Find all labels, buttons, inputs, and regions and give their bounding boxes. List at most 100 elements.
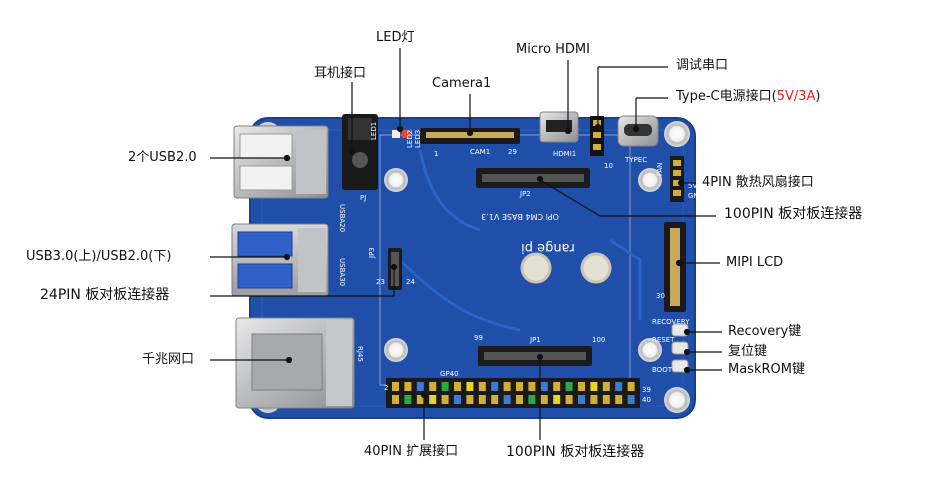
gpio-pin xyxy=(516,395,523,404)
silk-jp3: JP3 xyxy=(368,247,376,259)
silk-pin-2: 2 xyxy=(384,384,388,392)
jp2-connector xyxy=(476,168,590,188)
silk-pin-100: 100 xyxy=(592,336,605,344)
silk-boot: BOOT xyxy=(652,366,673,374)
label-typec-prefix: Type-C电源接口( xyxy=(676,89,777,104)
silk-5v: 5V xyxy=(688,182,697,190)
gpio-pin xyxy=(491,382,499,391)
buttons xyxy=(671,323,689,373)
silk-rj45: RJ45 xyxy=(356,346,364,362)
silk-pin-10: 10 xyxy=(604,162,613,170)
rj45-connector xyxy=(235,317,355,409)
label-ethernet: 千兆网口 xyxy=(142,352,195,367)
gpio-pin xyxy=(416,395,424,404)
fan-header xyxy=(670,156,684,202)
label-b2b-24: 24PIN 板对板连接器 xyxy=(40,287,170,303)
label-maskrom: MaskROM键 xyxy=(728,362,805,377)
gpio-pin xyxy=(578,395,585,404)
label-fan: 4PIN 散热风扇接口 xyxy=(702,175,814,190)
silk-pin-29: 29 xyxy=(508,148,517,156)
jp1-connector xyxy=(478,346,592,366)
gpio-pin xyxy=(602,395,610,404)
gpio-pin xyxy=(404,395,412,404)
silk-pj: PJ xyxy=(360,194,366,202)
gpio-pin xyxy=(429,382,437,391)
label-mipi: MIPI LCD xyxy=(726,255,784,270)
audio-jack xyxy=(342,114,378,190)
silk-pin-1: 1 xyxy=(434,150,438,158)
silk-recovery: RECOVERY xyxy=(652,318,690,326)
silk-pin-23: 23 xyxy=(376,278,385,286)
gpio-pin xyxy=(466,395,474,404)
silk-board-name: OPi CM4 BASE V1.3 xyxy=(481,212,559,221)
leds xyxy=(392,130,410,138)
label-typec: Type-C电源接口(5V/3A) xyxy=(676,89,821,105)
silk-cam1: CAM1 xyxy=(470,148,490,156)
gpio-pin xyxy=(565,395,573,404)
label-typec-power: 5V/3A xyxy=(776,89,816,104)
usb3-connector xyxy=(231,223,329,297)
gpio-pin xyxy=(590,382,598,391)
silk-jp2: JP2 xyxy=(519,190,531,198)
gpio-pin xyxy=(429,395,437,404)
gpio-pin xyxy=(565,382,573,391)
label-gpio40: 40PIN 扩展接口 xyxy=(364,444,459,459)
gpio-pin xyxy=(627,382,635,391)
label-usb2: 2个USB2.0 xyxy=(128,150,197,165)
label-usb3: USB3.0(上)/USB2.0(下) xyxy=(26,249,172,264)
uart-header xyxy=(590,116,604,156)
gpio-pin xyxy=(528,395,536,404)
label-debug-uart: 调试串口 xyxy=(676,58,729,73)
gpio-pin xyxy=(478,395,486,404)
silk-pin-40: 40 xyxy=(642,396,651,404)
label-micro-hdmi: Micro HDMI xyxy=(516,42,590,57)
gpio-pin xyxy=(466,382,474,391)
label-earphone: 耳机接口 xyxy=(314,66,367,81)
silk-fan: FAN xyxy=(656,163,664,176)
silk-pin-24: 24 xyxy=(406,278,415,286)
gpio-pin xyxy=(441,395,449,404)
gpio-pin xyxy=(454,382,461,391)
gpio-pin xyxy=(503,395,511,404)
gpio-pin xyxy=(528,382,536,391)
gpio-pin xyxy=(491,395,499,404)
gpio-pin xyxy=(590,395,598,404)
label-recovery: Recovery键 xyxy=(728,324,802,339)
silk-typec: TYPEC xyxy=(624,156,647,164)
silk-hdmi1: HDMI1 xyxy=(553,150,576,158)
micro-hdmi-connector xyxy=(539,111,579,143)
gpio-pin xyxy=(615,382,623,391)
label-typec-suffix: ) xyxy=(815,89,821,104)
label-b2b-top: 100PIN 板对板连接器 xyxy=(724,206,863,222)
silk-logo: range pi xyxy=(521,240,575,255)
silk-pin-39: 39 xyxy=(642,386,651,394)
gpio-pin xyxy=(454,395,461,404)
silk-gp40: GP40 xyxy=(440,370,459,378)
gpio-pin xyxy=(602,382,610,391)
gpio-pin xyxy=(478,382,486,391)
gpio-pin xyxy=(404,382,412,391)
silk-reset: RESET xyxy=(652,336,675,344)
gpio-pin xyxy=(553,382,561,391)
silk-gnd: GND xyxy=(688,192,704,200)
silk-usba30: USBA30 xyxy=(338,258,346,286)
gpio-pin xyxy=(503,382,511,391)
silk-led3: LED3 xyxy=(414,130,422,148)
gpio-pin xyxy=(553,395,561,404)
gpio-pin xyxy=(627,395,635,404)
label-b2b-bottom: 100PIN 板对板连接器 xyxy=(506,444,645,460)
gpio-pin xyxy=(615,395,623,404)
gpio-pin xyxy=(516,382,523,391)
gpio-pin xyxy=(540,395,548,404)
label-reset: 复位键 xyxy=(728,344,768,359)
usb2-connector xyxy=(233,125,329,199)
mipi-connector xyxy=(664,222,686,312)
silkscreen: OPi CM4 BASE V1.3 range pi CAM1 HDMI1 TY… xyxy=(338,122,704,404)
silk-led2: LED2 xyxy=(406,130,414,148)
silk-led1: LED1 xyxy=(370,122,378,140)
silk-pin-30: 30 xyxy=(656,292,665,300)
label-led: LED灯 xyxy=(376,30,415,45)
gpio-pin xyxy=(441,382,449,391)
gpio-pin xyxy=(416,382,424,391)
